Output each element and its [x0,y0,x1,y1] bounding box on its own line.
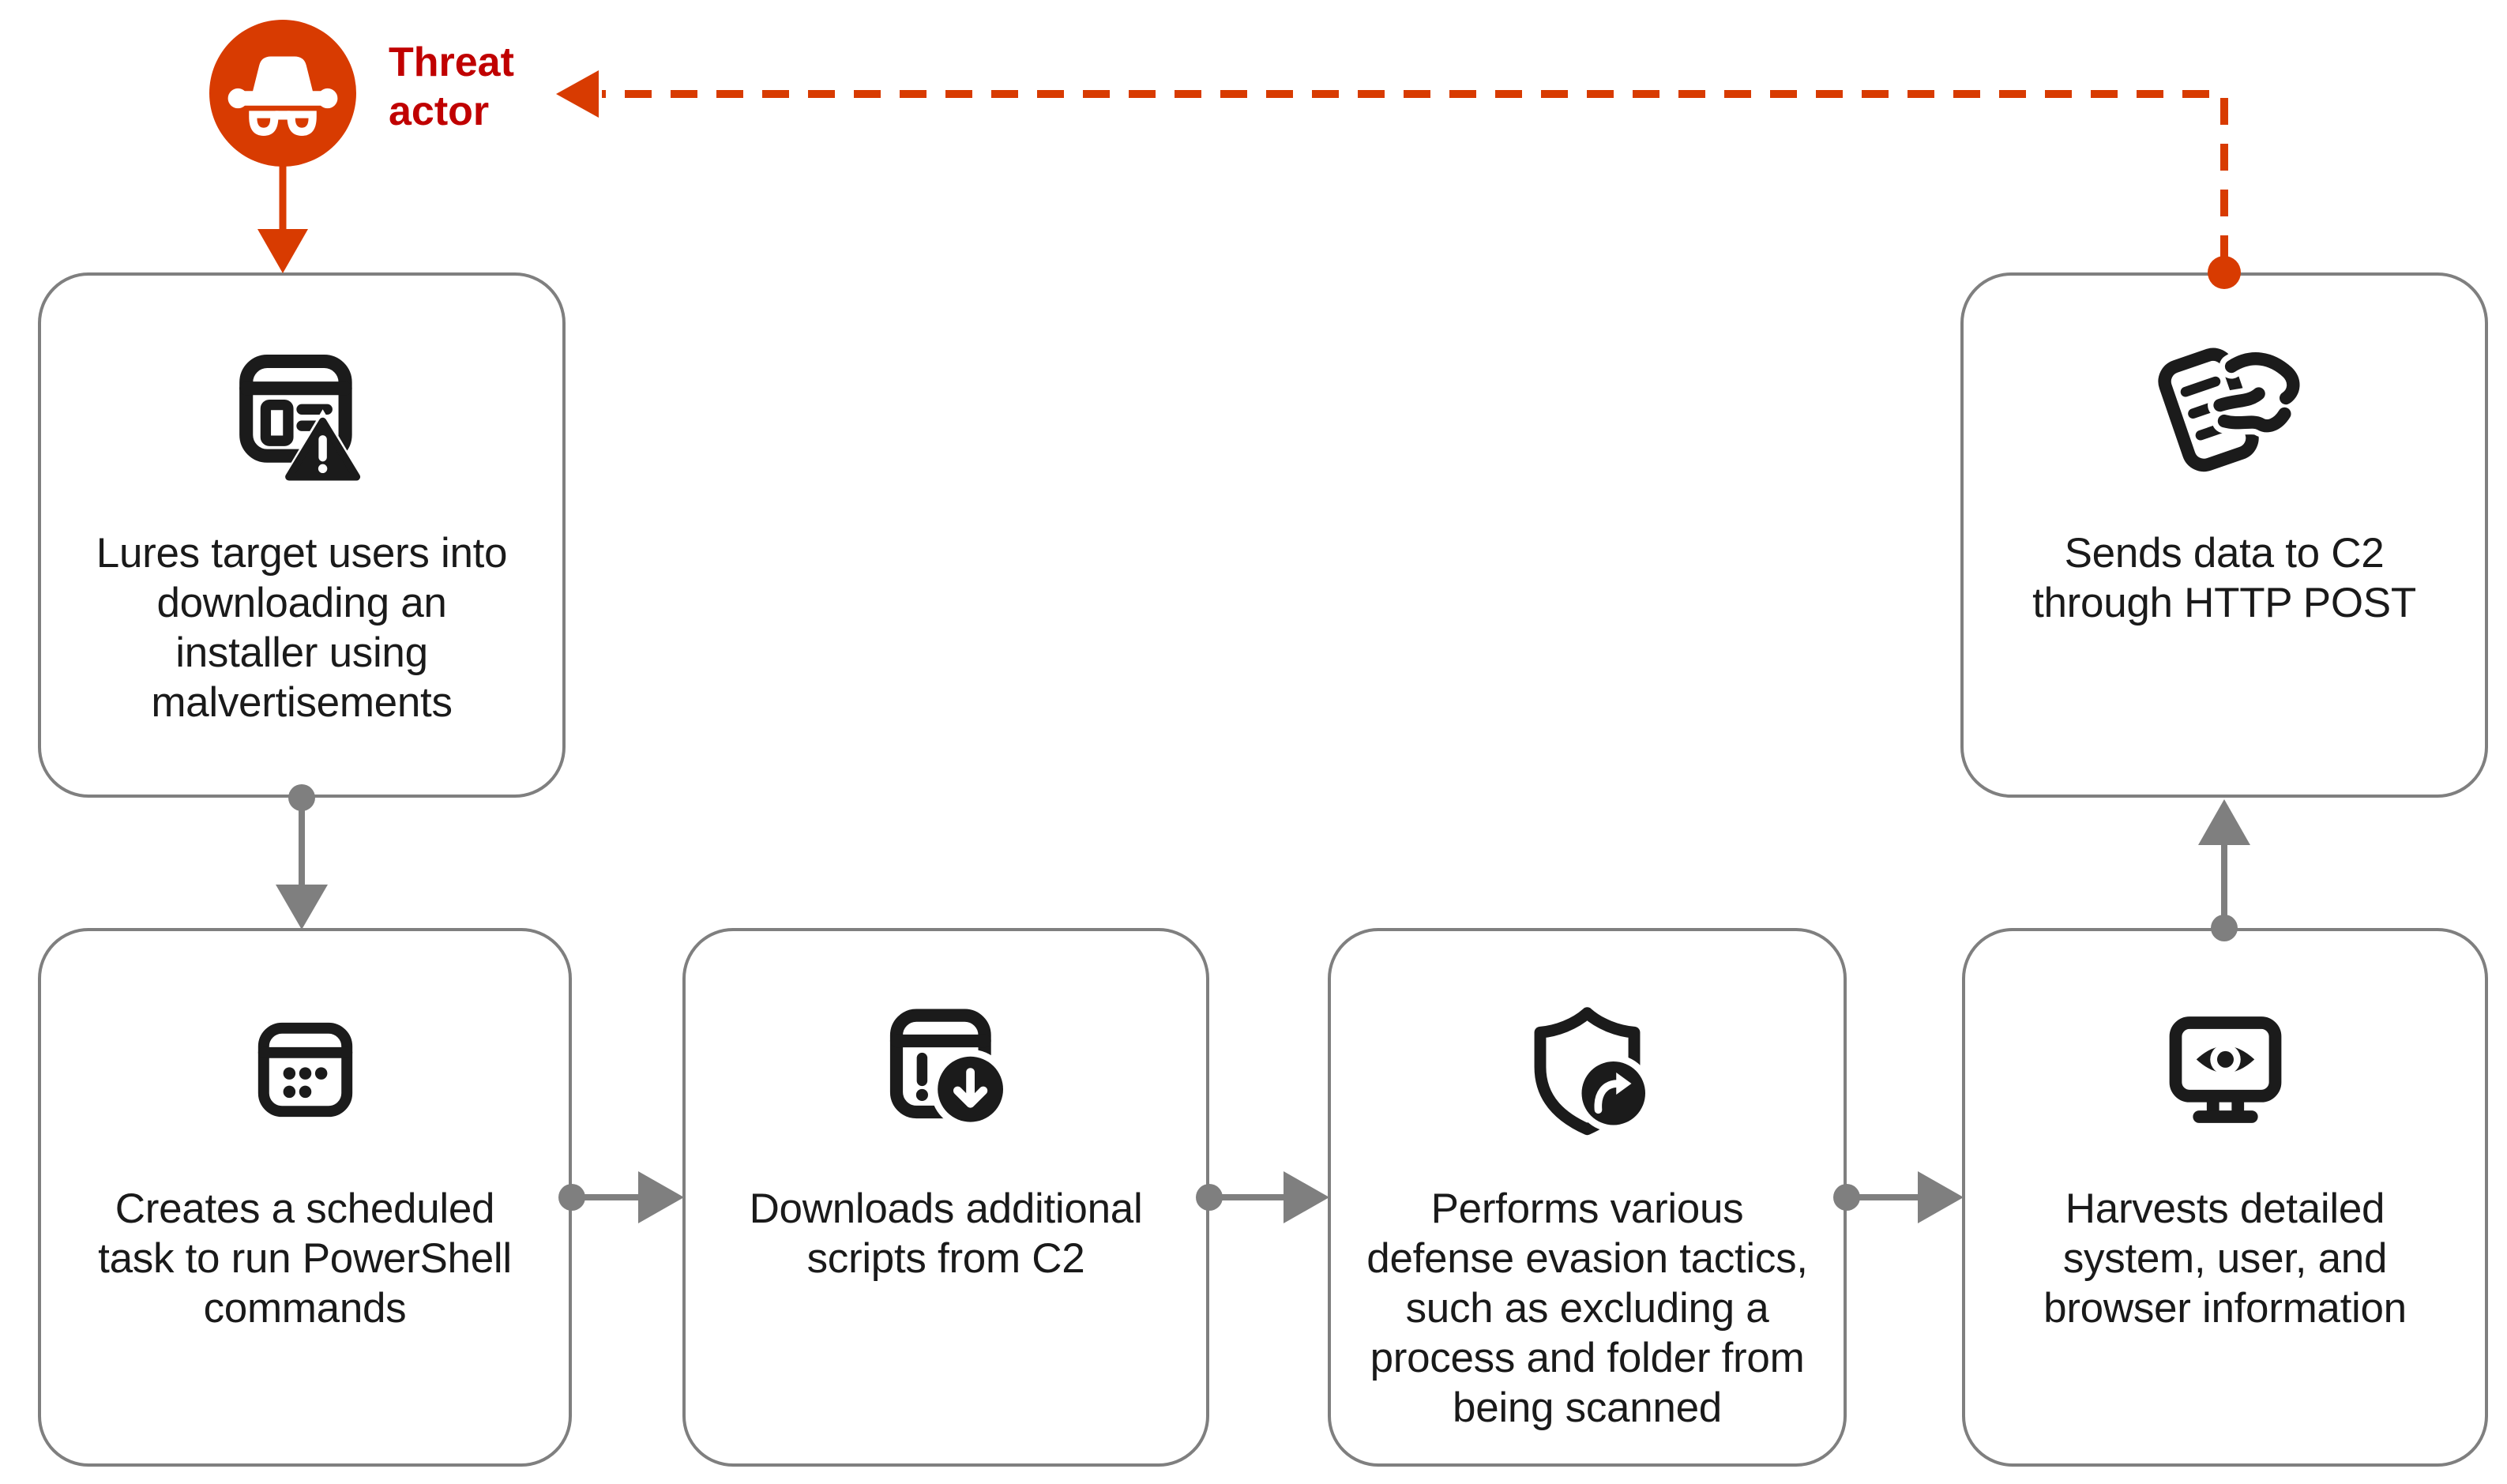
icon-wrap [2145,331,2303,497]
window-download-icon [889,1009,1010,1129]
icon-wrap [875,986,1017,1152]
arrow-send-to-actor-dashed [556,70,2241,289]
step-box-send-data-c2: Sends data to C2 through HTTP POST [1960,272,2488,798]
arrow-harvest-to-send [2198,799,2250,941]
step-text-defense-evasion: Performs various defense evasion tactics… [1366,1185,1808,1431]
step-text-download-scripts: Downloads additional scripts from C2 [749,1185,1143,1282]
threat-actor-label: Threat actor [389,39,514,134]
calendar-task-icon [257,1022,352,1117]
step-box-lure-users: Lures target users into downloading an i… [38,272,566,798]
icon-wrap [227,331,377,497]
arrow-task-to-download [558,1171,684,1223]
icon-wrap [244,986,366,1152]
monitor-eye-icon [2169,1016,2281,1123]
arrow-actor-to-lure [257,164,308,273]
step-text-lure-users: Lures target users into downloading an i… [96,530,508,726]
arrow-evasion-to-harvest [1833,1171,1964,1223]
arrow-lure-to-task [276,784,328,930]
document-exfiltration-icon [2158,346,2303,472]
step-box-download-scripts: Downloads additional scripts from C2 [682,928,1209,1467]
icon-wrap [2156,986,2295,1152]
threat-actor-hat-glasses-icon [209,20,356,167]
step-box-defense-evasion: Performs various defense evasion tactics… [1328,928,1847,1467]
threat-actor-avatar [209,20,356,167]
step-box-scheduled-task: Creates a scheduled task to run PowerShe… [38,928,572,1467]
shield-redirect-icon [1534,1006,1652,1135]
step-text-harvest-info: Harvests detailed system, user, and brow… [2043,1185,2407,1332]
step-text-send-data-c2: Sends data to C2 through HTTP POST [2032,530,2416,626]
browser-warning-icon [239,354,366,483]
icon-wrap [1518,986,1656,1152]
arrow-download-to-evasion [1196,1171,1329,1223]
step-box-harvest-info: Harvests detailed system, user, and brow… [1962,928,2488,1467]
step-text-scheduled-task: Creates a scheduled task to run PowerShe… [98,1185,512,1332]
